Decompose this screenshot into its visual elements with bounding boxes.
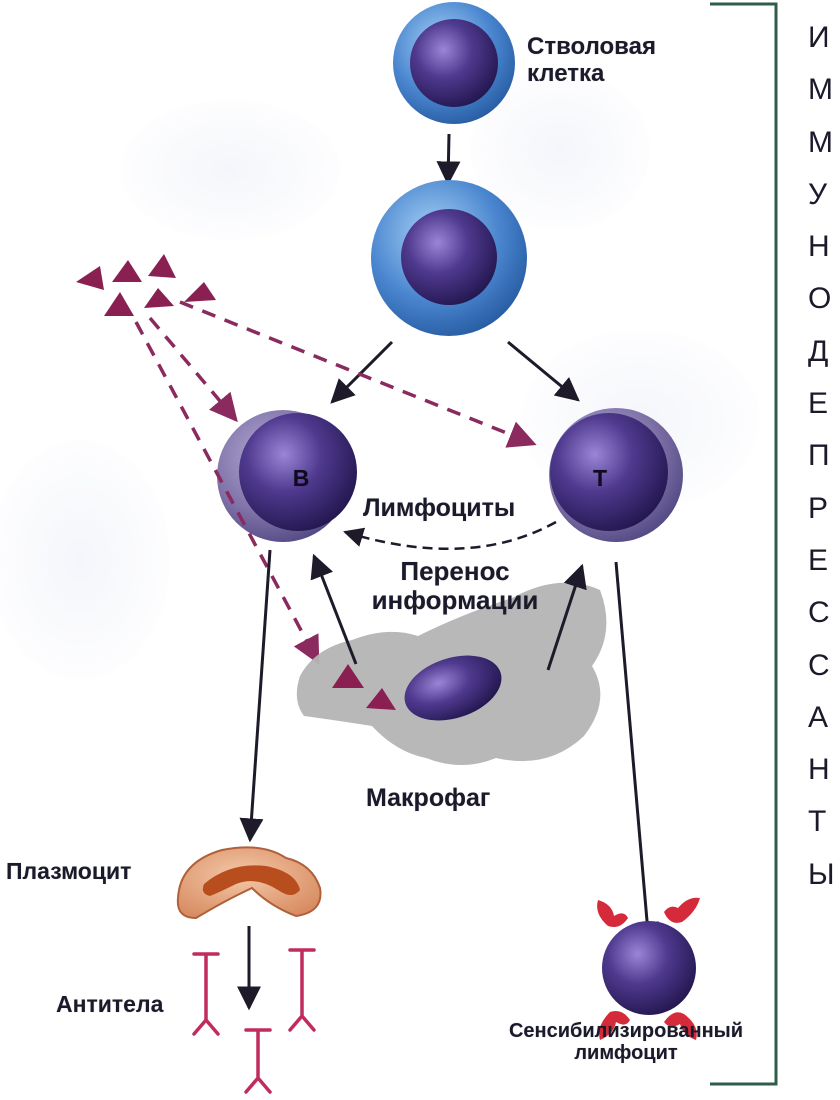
- antibodies: [192, 948, 316, 1094]
- macrophage-label: Макрофаг: [366, 784, 491, 812]
- antibody-y: [244, 1028, 272, 1094]
- bracket-letter: Ы: [808, 857, 835, 891]
- bracket-letter: Д: [808, 334, 829, 368]
- bracket-letter: С: [808, 648, 830, 682]
- antigen-triangle: [366, 688, 396, 710]
- antigen-triangle: [148, 254, 176, 278]
- stem-cell: [393, 2, 515, 124]
- antigen-triangle: [184, 282, 216, 302]
- arrow-macrophage-to-b: [310, 553, 358, 665]
- bracket-letter: Е: [808, 387, 829, 421]
- bracket-letter: Н: [808, 753, 830, 787]
- arrow-macrophage-to-t: [546, 563, 587, 671]
- bracket-letter: Р: [808, 491, 829, 525]
- arrow-stem-to-progenitor: [436, 133, 461, 186]
- arrow-progenitor-to-b: [330, 340, 394, 404]
- bracket-letter: У: [808, 177, 828, 211]
- antigen-triangle: [104, 292, 134, 316]
- t-cell-letter: T: [592, 465, 608, 491]
- antigen-triangle: [112, 260, 142, 282]
- arrow-t-to-sensitized: [614, 561, 660, 947]
- antibodies-label: Антитела: [56, 991, 164, 1017]
- b-lymphocyte: [217, 410, 357, 542]
- arrow-progenitor-to-t: [507, 340, 580, 402]
- t-lymphocyte: [549, 408, 683, 542]
- b-cell-letter: B: [292, 465, 310, 491]
- receptors: [597, 897, 700, 1040]
- bracket-letter: П: [808, 439, 830, 473]
- plasmocyte: [176, 846, 322, 920]
- info-transfer-arrow: [343, 520, 557, 550]
- bracket-letter: М: [808, 73, 833, 107]
- arrow-b-to-plasmocyte: [239, 549, 272, 843]
- stem-cell-label: Стволовая клетка: [527, 33, 656, 87]
- sensitized-lymphocyte-label: Сенсибилизированный лимфоцит: [508, 1020, 744, 1065]
- bracket-letter: Е: [808, 543, 829, 577]
- bracket-letter: О: [808, 282, 832, 316]
- bracket-letter: С: [808, 596, 830, 630]
- lymphocytes-label: Лимфоциты: [363, 494, 516, 522]
- plasmocyte-label: Плазмоцит: [6, 858, 132, 884]
- info-transfer-label: Перенос информации: [371, 556, 539, 616]
- antigen-triangle: [332, 664, 364, 688]
- antigens: [76, 254, 216, 316]
- antigen-path-to-t: [179, 300, 537, 448]
- antigen-triangle: [76, 266, 104, 290]
- antigen-path-to-macrophage: [134, 321, 320, 665]
- bracket-letter: А: [808, 700, 829, 734]
- antigen-triangle: [144, 288, 174, 308]
- right-bracket: [710, 2, 778, 1086]
- antibody-y: [288, 948, 316, 1032]
- bracket-letter: И: [808, 21, 830, 54]
- bracket-letter: М: [808, 125, 833, 159]
- macrophage: [296, 582, 607, 765]
- antibody-y: [192, 952, 220, 1036]
- antigen-paths: [134, 300, 537, 665]
- bracket-letter: Т: [808, 805, 827, 839]
- sensitized-lymphocyte: [597, 897, 700, 1040]
- bracket-letter: Н: [808, 230, 830, 264]
- progenitor-cell: [371, 180, 527, 336]
